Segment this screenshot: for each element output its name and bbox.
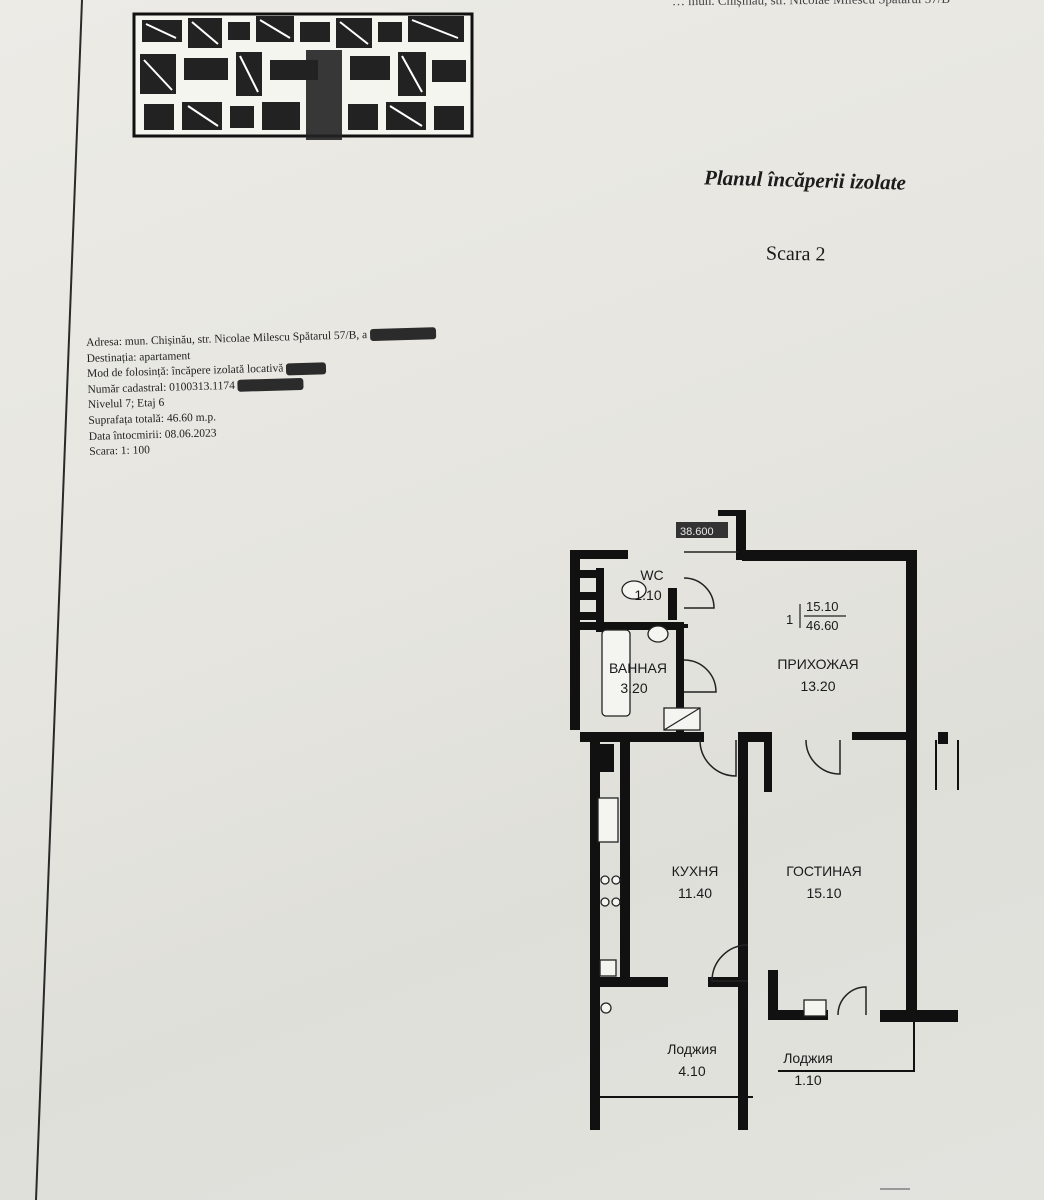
- elevation-marker: 38.600: [676, 522, 728, 538]
- loggia-1-area: 4.10: [678, 1063, 705, 1079]
- area-index: 1 15.10 46.60: [786, 599, 846, 633]
- property-info-block: Adresa: mun. Chișinău, str. Nicolae Mile…: [86, 326, 439, 460]
- living-area: 15.10: [806, 885, 841, 901]
- loggia-1-name: Лоджия: [667, 1041, 717, 1057]
- building-floor-thumbnail: [132, 12, 474, 140]
- redaction-bar: [369, 327, 437, 342]
- hall-name: ПРИХОЖАЯ: [777, 656, 858, 672]
- redaction-bar: [286, 361, 327, 375]
- kitchen-area: 11.40: [678, 885, 712, 901]
- bath-name: ВАННАЯ: [609, 660, 667, 676]
- door-swings: [683, 551, 867, 1016]
- page-footer-mark: [880, 1188, 910, 1190]
- living-name: ГОСТИНАЯ: [786, 863, 862, 879]
- walls: [570, 510, 958, 1130]
- plan-title: Planul încăperii izolate: [703, 165, 907, 195]
- scale-section-label: Scara 2: [765, 242, 826, 266]
- svg-text:38.600: 38.600: [680, 526, 714, 538]
- apartment-floor-plan: 38.600 1 15.10 46.60 WC 1.10 ВАННАЯ 3.20…: [570, 510, 959, 1130]
- svg-text:46.60: 46.60: [806, 618, 839, 633]
- loggia-2-area: 1.10: [794, 1072, 821, 1088]
- wc-area: 1.10: [634, 587, 661, 603]
- wc-name: WC: [640, 567, 663, 583]
- kitchen-name: КУХНЯ: [672, 863, 719, 879]
- hall-area: 13.20: [800, 678, 835, 694]
- bath-area: 3.20: [620, 680, 647, 696]
- redaction-bar: [237, 378, 304, 392]
- loggia-2-name: Лоджия: [783, 1050, 833, 1066]
- svg-text:1: 1: [786, 612, 793, 627]
- fixtures: [597, 580, 827, 1017]
- svg-text:15.10: 15.10: [806, 599, 839, 614]
